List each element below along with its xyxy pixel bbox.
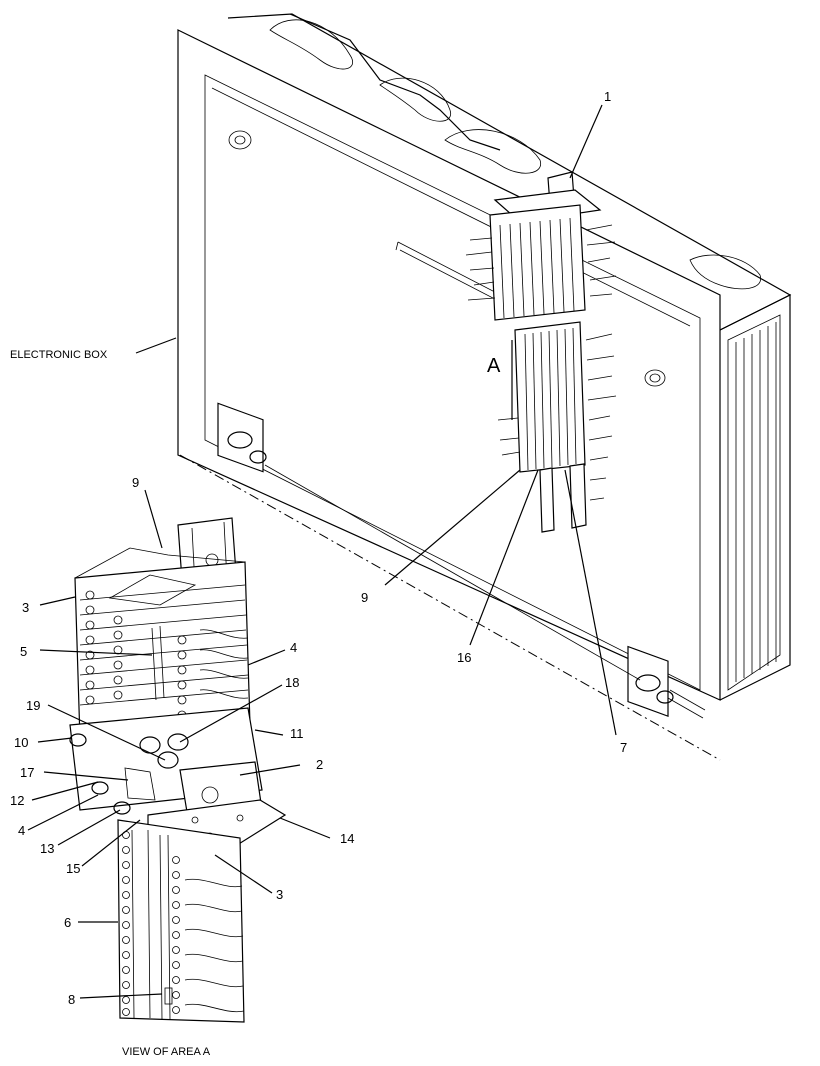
callout-4: 4 xyxy=(290,640,297,655)
callout-3: 3 xyxy=(276,887,283,902)
view-of-area-a-drawing xyxy=(69,517,287,1023)
lower-terminal-holes xyxy=(122,831,180,1016)
callout-10: 10 xyxy=(14,735,28,750)
terminal-strip-installed xyxy=(465,171,617,533)
electronic-box-drawing xyxy=(177,13,792,761)
callout-11: 11 xyxy=(290,726,304,741)
callout-5: 5 xyxy=(20,644,27,659)
callout-numbers: 1 9 16 7 9 3 5 4 18 19 11 10 2 17 12 4 1… xyxy=(10,89,627,1007)
callout-15: 15 xyxy=(66,861,80,876)
perforated-side-panel xyxy=(735,322,777,682)
view-caption: VIEW OF AREA A xyxy=(122,1046,211,1058)
callout-16: 16 xyxy=(457,650,471,665)
callout-9: 9 xyxy=(132,475,139,490)
callout-9: 9 xyxy=(361,590,368,605)
callout-14: 14 xyxy=(340,831,354,846)
callout-17: 17 xyxy=(20,765,34,780)
lower-block-ridges xyxy=(524,327,577,471)
callout-8: 8 xyxy=(68,992,75,1007)
callout-2: 2 xyxy=(316,757,323,772)
area-a-marker: A xyxy=(487,355,501,377)
upper-block-ridges xyxy=(499,217,575,319)
callout-12: 12 xyxy=(10,793,24,808)
callout-19: 19 xyxy=(26,698,40,713)
callout-18: 18 xyxy=(285,675,299,690)
electronic-box-label: ELECTRONIC BOX xyxy=(10,349,108,361)
callout-6: 6 xyxy=(64,915,71,930)
callout-1: 1 xyxy=(604,89,611,104)
callout-13: 13 xyxy=(40,841,54,856)
hinge-lower xyxy=(627,645,706,719)
leader-lines xyxy=(27,104,617,999)
callout-3: 3 xyxy=(22,600,29,615)
callout-7: 7 xyxy=(620,740,627,755)
hinge-upper xyxy=(217,402,267,473)
callout-4: 4 xyxy=(18,823,25,838)
